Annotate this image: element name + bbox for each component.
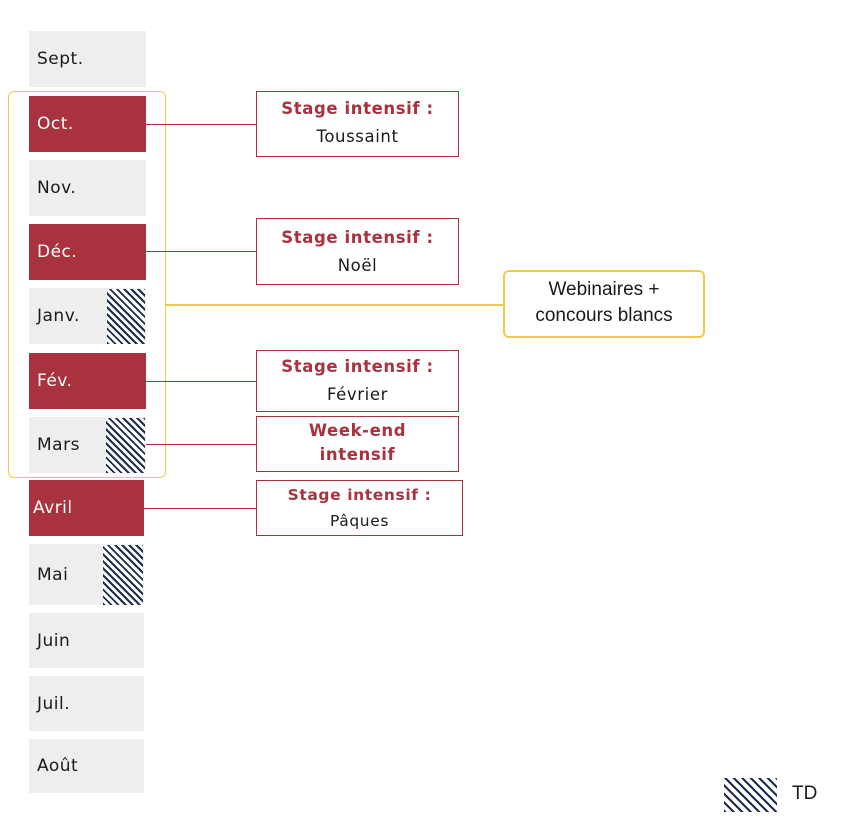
event-subtitle: Pâques xyxy=(329,512,390,530)
month-label: Juil. xyxy=(37,693,71,714)
event-title: Stage intensif : xyxy=(287,486,432,504)
month-nov: Nov. xyxy=(29,160,146,216)
month-avril: Avril xyxy=(29,480,144,536)
td-hatch-mars xyxy=(106,418,145,473)
month-label: Sept. xyxy=(37,49,84,69)
month-juil: Juil. xyxy=(29,676,144,731)
connector-fevrier xyxy=(146,381,257,382)
event-title-line1: Week-end xyxy=(308,421,407,440)
td-hatch-mai xyxy=(103,545,143,605)
month-sept: Sept. xyxy=(29,31,146,87)
month-label: Fév. xyxy=(37,371,73,391)
event-box-weekend: Week-end intensif xyxy=(256,416,459,472)
event-box-paques: Stage intensif : Pâques xyxy=(256,480,463,536)
event-subtitle: Février xyxy=(326,385,388,404)
td-hatch-janv xyxy=(107,289,145,344)
event-title: Stage intensif : xyxy=(281,228,434,247)
event-subtitle: Toussaint xyxy=(316,127,399,146)
month-label: Janv. xyxy=(37,306,80,326)
event-title-line2: intensif xyxy=(319,445,396,464)
connector-weekend xyxy=(146,444,257,445)
month-label: Déc. xyxy=(37,242,78,262)
month-label: Mars xyxy=(37,435,80,455)
connector-toussaint xyxy=(146,124,257,125)
webinar-box: Webinaires + concours blancs xyxy=(503,270,705,338)
event-box-fevrier: Stage intensif : Février xyxy=(256,350,459,412)
event-subtitle: Noël xyxy=(337,256,378,275)
event-title: Stage intensif : xyxy=(281,357,434,376)
webinar-connector-line xyxy=(166,304,504,306)
month-aout: Août xyxy=(29,739,144,793)
event-box-toussaint: Stage intensif : Toussaint xyxy=(256,91,459,157)
month-dec: Déc. xyxy=(29,224,146,280)
legend-td-label: TD xyxy=(792,783,818,804)
month-label: Mai xyxy=(37,564,69,585)
connector-noel xyxy=(146,251,257,252)
month-label: Oct. xyxy=(37,114,74,134)
month-juin: Juin xyxy=(29,613,144,668)
month-label: Avril xyxy=(33,498,73,518)
month-fev: Fév. xyxy=(29,353,146,409)
event-title: Stage intensif : xyxy=(281,99,434,118)
connector-paques xyxy=(144,508,257,509)
webinar-line1: Webinaires + xyxy=(548,279,660,300)
month-oct: Oct. xyxy=(29,96,146,152)
webinar-line2: concours blancs xyxy=(535,305,673,326)
legend-td-swatch xyxy=(724,778,777,812)
webinar-period-frame xyxy=(8,91,166,478)
month-label: Juin xyxy=(37,630,71,651)
event-box-noel: Stage intensif : Noël xyxy=(256,218,459,285)
month-label: Nov. xyxy=(37,178,77,198)
month-label: Août xyxy=(37,756,79,776)
